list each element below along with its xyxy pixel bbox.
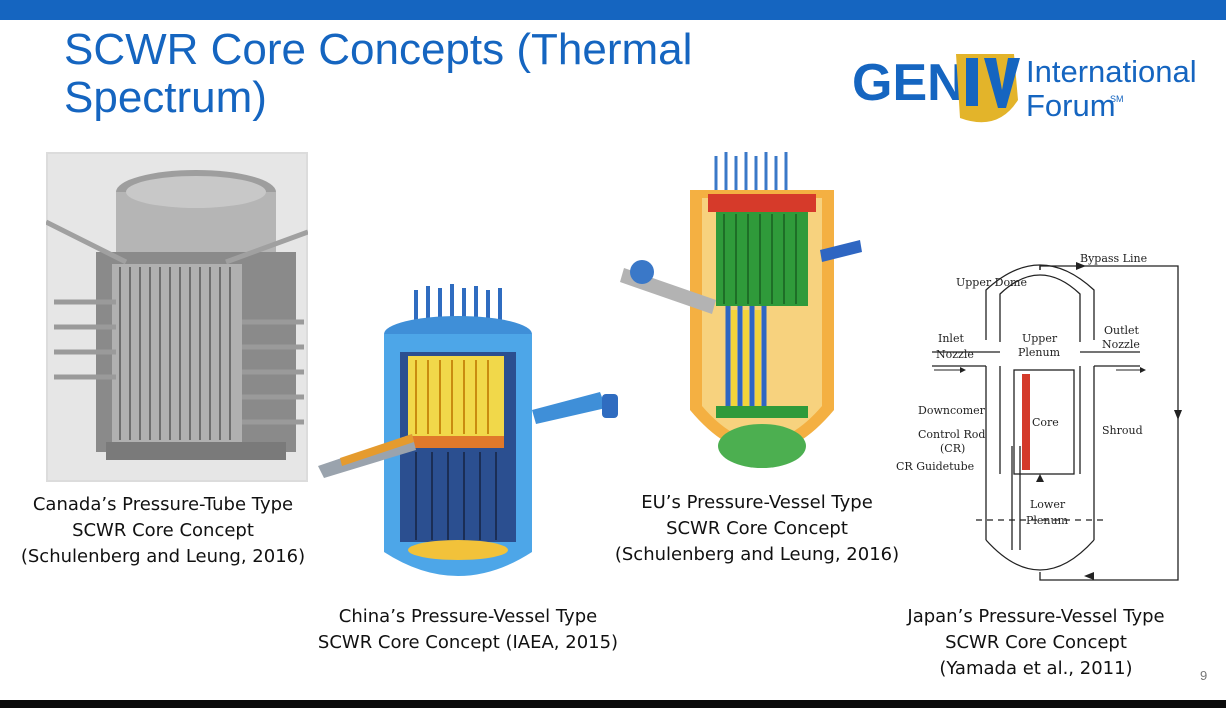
label-lower-plenum: Plenum bbox=[1026, 514, 1069, 527]
caption-china-line2: SCWR Core Concept (IAEA, 2015) bbox=[317, 632, 619, 653]
label-core: Core bbox=[1032, 416, 1059, 429]
caption-japan-line3: (Yamada et al., 2011) bbox=[939, 658, 1133, 679]
label-cr-guidetube: CR Guidetube bbox=[896, 460, 974, 473]
gen-iv-forum-logo: GEN IV International Forum SM bbox=[848, 40, 1208, 130]
caption-eu-line2: SCWR Core Concept bbox=[666, 518, 848, 539]
caption-china-line1: China’s Pressure-Vessel Type bbox=[338, 606, 598, 627]
logo-iv-emblem: IV bbox=[848, 40, 1020, 123]
label-bypass-line: Bypass Line bbox=[1080, 252, 1147, 265]
caption-japan: Japan’s Pressure-Vessel Type SCWR Core C… bbox=[900, 604, 1172, 682]
top-accent-bar bbox=[0, 0, 1226, 20]
label-cr: (CR) bbox=[940, 442, 965, 455]
label-inlet: Inlet bbox=[938, 332, 964, 345]
caption-eu-line1: EU’s Pressure-Vessel Type bbox=[641, 492, 873, 513]
label-outlet: Outlet bbox=[1104, 324, 1140, 337]
label-downcomer: Downcomer bbox=[918, 404, 986, 417]
label-control-rod: Control Rod bbox=[918, 428, 985, 441]
caption-eu-line3: (Schulenberg and Leung, 2016) bbox=[614, 544, 900, 565]
label-outlet-nozzle: Nozzle bbox=[1102, 338, 1140, 351]
logo-forum-text: Forum bbox=[1026, 88, 1116, 123]
caption-canada-line3: (Schulenberg and Leung, 2016) bbox=[20, 546, 306, 567]
eu-reactor-image bbox=[620, 150, 864, 490]
logo-gen-text: GEN bbox=[852, 54, 965, 112]
caption-canada: Canada’s Pressure-Tube Type SCWR Core Co… bbox=[0, 492, 326, 570]
label-shroud: Shroud bbox=[1102, 424, 1143, 437]
label-inlet-nozzle: Nozzle bbox=[936, 348, 974, 361]
bottom-bar bbox=[0, 700, 1226, 708]
china-reactor-image bbox=[316, 282, 632, 592]
canada-reactor-image bbox=[46, 152, 308, 482]
japan-reactor-diagram: Bypass Line Upper Dome Inlet Nozzle Uppe… bbox=[890, 250, 1210, 600]
slide-title: SCWR Core Concepts (Thermal Spectrum) bbox=[64, 25, 693, 122]
caption-canada-line2: SCWR Core Concept bbox=[72, 520, 254, 541]
page-number: 9 bbox=[1200, 668, 1208, 683]
logo-international-text: International bbox=[1026, 54, 1197, 89]
caption-japan-line1: Japan’s Pressure-Vessel Type bbox=[907, 606, 1165, 627]
logo-sm-mark: SM bbox=[1110, 94, 1124, 104]
label-upper: Upper bbox=[1022, 332, 1058, 345]
label-lower: Lower bbox=[1030, 498, 1066, 511]
caption-japan-line2: SCWR Core Concept bbox=[945, 632, 1127, 653]
caption-china: China’s Pressure-Vessel Type SCWR Core C… bbox=[296, 604, 640, 656]
caption-eu: EU’s Pressure-Vessel Type SCWR Core Conc… bbox=[600, 490, 914, 568]
caption-canada-line1: Canada’s Pressure-Tube Type bbox=[32, 494, 294, 515]
label-upper-dome: Upper Dome bbox=[956, 276, 1027, 289]
logo-iv-text: IV bbox=[848, 40, 849, 41]
label-upper-plenum: Plenum bbox=[1018, 346, 1061, 359]
